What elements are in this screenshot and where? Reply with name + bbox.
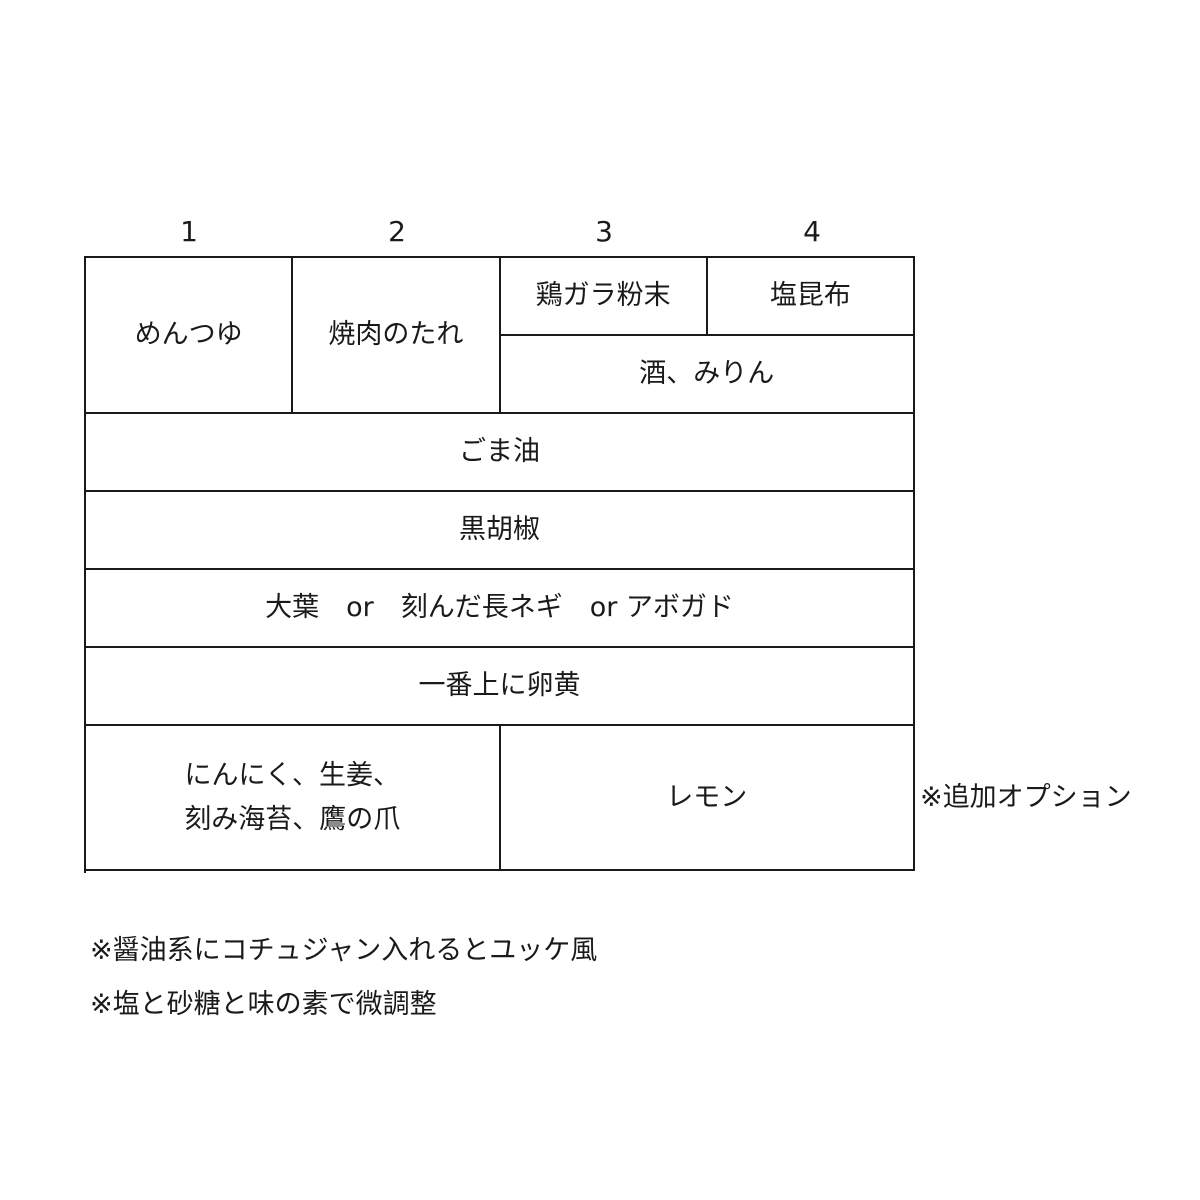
cell-goma-abura: ごま油 xyxy=(86,414,915,492)
cell-ranou: 一番上に卵黄 xyxy=(86,648,915,726)
column-number-1: 1 xyxy=(180,215,198,248)
side-note-option: ※追加オプション xyxy=(920,782,1132,813)
cell-mentsuyu: めんつゆ xyxy=(86,258,294,414)
column-number-4: 4 xyxy=(803,215,821,248)
cell-torigara: 鶏ガラ粉末 xyxy=(500,258,708,336)
cell-sake-mirin: 酒、みりん xyxy=(500,336,915,414)
recipe-grid: めんつゆ 焼肉のたれ 鶏ガラ粉末 塩昆布 酒、みりん ごま油 黒胡椒 大葉 or… xyxy=(84,256,915,873)
cell-kurokosho: 黒胡椒 xyxy=(86,492,915,570)
notes: ※醤油系にコチュジャン入れるとユッケ風 ※塩と砂糖と味の素で微調整 xyxy=(90,924,597,1032)
option-left-line-2: 刻み海苔、鷹の爪 xyxy=(184,803,401,835)
cell-lemon: レモン xyxy=(500,726,915,871)
column-number-3: 3 xyxy=(595,215,613,248)
cell-yakiniku-tare: 焼肉のたれ xyxy=(293,258,501,414)
column-number-2: 2 xyxy=(388,215,406,248)
cell-option-left: にんにく、生姜、 刻み海苔、鷹の爪 xyxy=(86,726,501,871)
cell-topping: 大葉 or 刻んだ長ネギ or アボガド xyxy=(86,570,915,648)
note-line-1: ※醤油系にコチュジャン入れるとユッケ風 xyxy=(90,935,598,966)
option-left-line-1: にんにく、生姜、 xyxy=(184,759,400,791)
note-line-2: ※塩と砂糖と味の素で微調整 xyxy=(90,989,437,1020)
cell-shio-konbu: 塩昆布 xyxy=(707,258,915,336)
